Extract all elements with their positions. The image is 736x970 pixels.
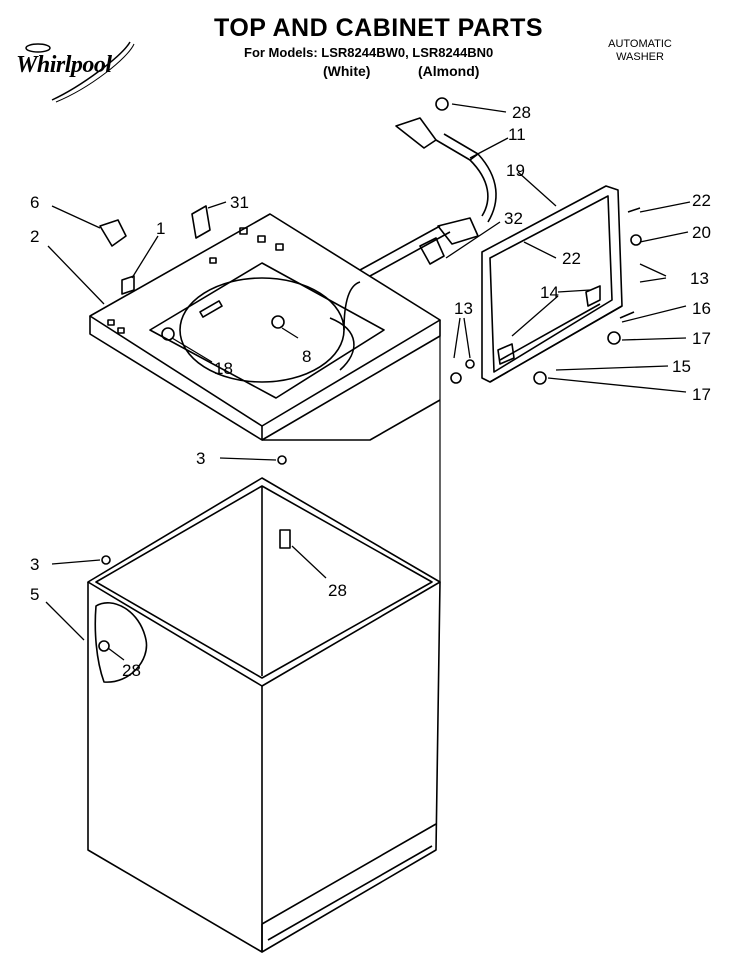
clip-18 <box>161 327 175 341</box>
callout-20: 20 <box>692 223 711 242</box>
callouts: 28 11 19 22 6 31 1 32 20 2 22 13 14 16 1… <box>30 103 711 680</box>
leader-lines <box>45 103 691 661</box>
callout-28-cabinet: 28 <box>328 581 347 600</box>
clip-3-lower <box>101 555 111 565</box>
harness-assembly <box>359 117 497 277</box>
callout-17-upper: 17 <box>692 329 711 348</box>
clip-31 <box>191 205 211 239</box>
callout-1: 1 <box>156 219 165 238</box>
clip-6 <box>99 219 127 247</box>
cabinet-top <box>89 213 441 441</box>
part-1 <box>121 275 135 295</box>
callout-13-left: 13 <box>454 299 473 318</box>
callout-18: 18 <box>214 359 233 378</box>
callout-28-cutaway: 28 <box>122 661 141 680</box>
callout-3-lower: 3 <box>30 555 39 574</box>
callout-6: 6 <box>30 193 39 212</box>
screw-8 <box>271 315 285 329</box>
page-title: TOP AND CABINET PARTS <box>214 14 544 42</box>
callout-22-lid: 22 <box>562 249 581 268</box>
callout-16: 16 <box>692 299 711 318</box>
cabinet <box>87 336 441 953</box>
washer-lid <box>481 185 623 383</box>
logo-text: Whirlpool <box>16 52 112 78</box>
product-type: AUTOMATIC WASHER <box>600 38 680 64</box>
clip-3-upper <box>277 455 287 465</box>
screw-28-cabinet <box>279 529 291 549</box>
callout-28-top: 28 <box>512 103 531 122</box>
callout-15: 15 <box>672 357 691 376</box>
callout-13-right: 13 <box>690 269 709 288</box>
callout-17-lower: 17 <box>692 385 711 404</box>
lid-switch <box>419 237 445 265</box>
callout-31: 31 <box>230 193 249 212</box>
callout-19: 19 <box>506 161 525 180</box>
callout-14: 14 <box>540 283 559 302</box>
lid-hardware <box>450 207 642 385</box>
callout-5: 5 <box>30 585 39 604</box>
screw-28-top <box>435 97 449 111</box>
model-numbers: For Models: LSR8244BW0, LSR8244BN0 <box>244 45 494 60</box>
whirlpool-logo <box>25 41 135 103</box>
color-almond-label: (Almond) <box>418 63 480 79</box>
callout-11: 11 <box>508 125 526 144</box>
callout-8: 8 <box>302 347 311 366</box>
color-white-label: (White) <box>323 63 371 79</box>
callout-2: 2 <box>30 227 39 246</box>
callout-3-upper: 3 <box>196 449 205 468</box>
product-type-line2: WASHER <box>616 51 664 63</box>
callout-22-right: 22 <box>692 191 711 210</box>
product-type-line1: AUTOMATIC <box>608 38 672 50</box>
callout-32: 32 <box>504 209 523 228</box>
